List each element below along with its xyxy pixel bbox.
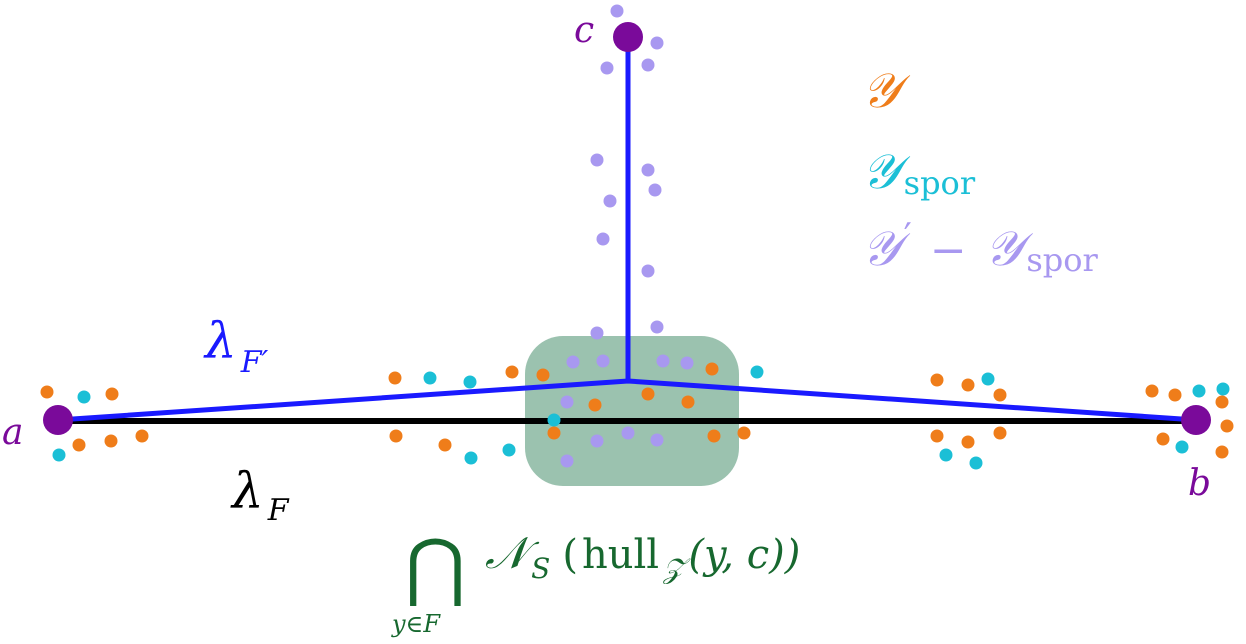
point-Y-prime-minus-Y-spor xyxy=(680,356,694,370)
intersection-formula: ⋂ y∈F 𝒩 S ( hull 𝒵 (y, c)) xyxy=(391,524,800,638)
neighborhood-expression: 𝒩 S ( hull 𝒵 (y, c)) xyxy=(485,528,800,585)
point-Y xyxy=(993,426,1007,440)
point-Y xyxy=(737,426,751,440)
point-Y xyxy=(705,362,719,376)
point-Y-spor xyxy=(1192,384,1206,398)
cap-subscript: y∈F xyxy=(391,610,441,638)
point-Y xyxy=(135,429,149,443)
big-cap-symbol: ⋂ xyxy=(405,524,466,610)
vertex-c xyxy=(613,22,643,52)
point-Y xyxy=(961,378,975,392)
point-Y-spor xyxy=(547,413,561,427)
point-Y-prime-minus-Y-spor xyxy=(650,36,664,50)
point-Y xyxy=(930,429,944,443)
point-Y xyxy=(105,387,119,401)
point-Y-prime-minus-Y-spor xyxy=(656,354,670,368)
point-Y-prime-minus-Y-spor xyxy=(596,354,610,368)
point-Y xyxy=(388,371,402,385)
point-Y xyxy=(547,426,561,440)
label-a: a xyxy=(2,412,23,453)
point-Y xyxy=(536,368,550,382)
legend-Y-prime-minus-Y-spor: 𝒴 ′ − 𝒴 spor xyxy=(862,217,1099,279)
point-clouds xyxy=(40,4,1234,470)
point-Y-prime-minus-Y-spor xyxy=(650,320,664,334)
point-Y-spor xyxy=(463,375,477,389)
point-Y xyxy=(72,438,86,452)
label-lambda-F: λ F xyxy=(230,462,290,528)
vertex-b xyxy=(1181,405,1211,435)
point-Y xyxy=(707,429,721,443)
point-Y-prime-minus-Y-spor xyxy=(610,4,624,18)
point-Y-spor xyxy=(464,451,478,465)
point-Y-spor xyxy=(502,443,516,457)
point-Y xyxy=(681,395,695,409)
point-Y-prime-minus-Y-spor xyxy=(650,433,664,447)
point-Y-spor xyxy=(969,456,983,470)
point-Y xyxy=(1215,395,1229,409)
point-Y xyxy=(961,435,975,449)
point-Y-prime-minus-Y-spor xyxy=(596,232,610,246)
point-Y-prime-minus-Y-spor xyxy=(560,454,574,468)
point-Y-spor xyxy=(981,372,995,386)
point-Y-spor xyxy=(1216,382,1230,396)
point-Y-prime-minus-Y-spor xyxy=(590,326,604,340)
point-Y xyxy=(930,373,944,387)
point-Y xyxy=(1145,384,1159,398)
point-Y-spor xyxy=(750,365,764,379)
point-Y xyxy=(438,438,452,452)
point-Y xyxy=(505,365,519,379)
point-Y-prime-minus-Y-spor xyxy=(641,264,655,278)
point-Y xyxy=(1220,419,1234,433)
neighborhood-box xyxy=(525,336,739,486)
point-Y xyxy=(588,398,602,412)
point-Y-spor xyxy=(423,371,437,385)
point-Y-prime-minus-Y-spor xyxy=(590,153,604,167)
point-Y-prime-minus-Y-spor xyxy=(648,183,662,197)
point-Y xyxy=(1168,388,1182,402)
point-Y-spor xyxy=(939,448,953,462)
point-Y xyxy=(1215,445,1229,459)
point-Y-prime-minus-Y-spor xyxy=(621,426,635,440)
point-Y-prime-minus-Y-spor xyxy=(590,434,604,448)
point-Y-prime-minus-Y-spor xyxy=(566,355,580,369)
point-Y xyxy=(993,388,1007,402)
point-Y-prime-minus-Y-spor xyxy=(603,194,617,208)
legend-Y-spor: 𝒴 spor xyxy=(862,144,976,202)
point-Y-prime-minus-Y-spor xyxy=(641,163,655,177)
point-Y xyxy=(389,429,403,443)
point-Y-spor xyxy=(1175,440,1189,454)
label-b: b xyxy=(1188,463,1211,504)
point-Y xyxy=(1156,432,1170,446)
point-Y-prime-minus-Y-spor xyxy=(600,61,614,75)
legend-Y: 𝒴 xyxy=(862,63,911,119)
point-Y xyxy=(104,434,118,448)
point-Y xyxy=(40,385,54,399)
point-Y-spor xyxy=(52,448,66,462)
vertex-a xyxy=(43,405,73,435)
point-Y-prime-minus-Y-spor xyxy=(560,395,574,409)
point-Y-prime-minus-Y-spor xyxy=(641,58,655,72)
point-Y-spor xyxy=(77,390,91,404)
point-Y xyxy=(641,387,655,401)
label-lambda-F-prime: λ F′ xyxy=(203,312,269,380)
label-c: c xyxy=(574,10,594,51)
